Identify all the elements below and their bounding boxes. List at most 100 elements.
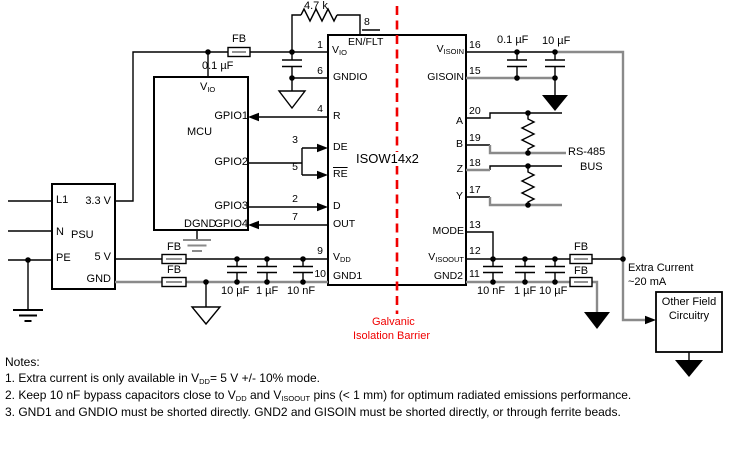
resistor-term-zy xyxy=(520,166,536,205)
cap-label-10nf-right: 10 nF xyxy=(477,285,506,297)
wire-b-line xyxy=(488,145,566,155)
wires-black xyxy=(8,7,690,360)
pin-number-6: 6 xyxy=(317,65,323,77)
pin-number-8: 8 xyxy=(364,16,370,28)
ferrite-bead-visoout xyxy=(569,253,593,265)
ferrite-label-vio: FB xyxy=(232,33,247,45)
ferrite-label-gnd: FB xyxy=(167,264,182,276)
resistor-term-ab xyxy=(520,113,536,153)
cap-label-1uf-right: 1 µF xyxy=(514,285,537,297)
pin-number-20: 20 xyxy=(469,105,481,117)
pin-number-4: 4 xyxy=(317,103,323,115)
wire-4k7-to-pin8 xyxy=(337,14,380,35)
psu-out-gnd: GND xyxy=(86,273,111,285)
psu-title: PSU xyxy=(71,229,94,241)
ground-symbols xyxy=(190,90,703,377)
filled-gnd-gisoin xyxy=(542,95,568,111)
ic-pin-label-gndio: GNDIO xyxy=(333,71,368,83)
pin-number-15: 15 xyxy=(469,65,481,77)
mcu-pin-gpio1: GPIO1 xyxy=(214,110,248,122)
ferrite-label-5v: FB xyxy=(167,241,182,253)
wire-y-line xyxy=(488,197,562,207)
ic-pin-label-visoout: VISOOUT xyxy=(428,251,464,264)
notes-title: Notes: xyxy=(5,355,40,369)
cap-10uf-right-bot xyxy=(545,259,565,282)
ic-pin-label-vdd: VDD xyxy=(333,251,351,264)
mcu-vio-label: VIO xyxy=(200,81,216,94)
pin-number-11: 11 xyxy=(469,268,480,280)
arrow-into-field-box xyxy=(645,315,656,325)
arrow-into-gpio1 xyxy=(248,112,259,122)
pin-number-7: 7 xyxy=(292,211,298,223)
cap-10nf-left xyxy=(293,259,313,282)
open-gnd-gndio xyxy=(277,90,307,110)
other-field-circuitry-box xyxy=(655,291,723,353)
ic-pin-label-enflt: EN/FLT xyxy=(348,36,384,48)
pin-number-18: 18 xyxy=(469,157,481,169)
psu-pin-l1: L1 xyxy=(56,194,69,206)
pin-number-16: 16 xyxy=(469,39,481,51)
pullup-resistor-label: 4.7 k xyxy=(304,0,328,12)
ic-part-number: ISOW14x2 xyxy=(353,152,422,166)
pin-number-5: 5 xyxy=(292,161,298,173)
resistor-4k7 xyxy=(300,7,338,23)
ferrite-label-gnd2: FB xyxy=(574,265,589,277)
rs485-bus-label-2: BUS xyxy=(580,161,603,173)
ic-pin-label-out: OUT xyxy=(333,218,356,230)
junction-dots xyxy=(25,49,626,285)
wire-gnd2 xyxy=(466,280,599,312)
arrow-into-re xyxy=(317,170,328,180)
ferrite-bead-5v xyxy=(161,253,187,265)
arrow-into-de xyxy=(317,143,328,153)
pin-number-9: 9 xyxy=(317,245,323,257)
arrow-into-gpio4 xyxy=(248,220,259,230)
pin-number-10: 10 xyxy=(314,268,326,280)
ic-pin-label-vio: VIO xyxy=(332,44,347,57)
ferrite-bead-vio xyxy=(227,46,251,58)
filled-gnd-gnd2 xyxy=(584,312,610,329)
note-1: 1. Extra current is only available in VD… xyxy=(5,371,320,386)
filled-gnd-field xyxy=(675,360,703,377)
ferrite-bead-gnd xyxy=(161,276,187,288)
dgnd-bars xyxy=(183,239,211,252)
ic-pin-label-visoin: VISOIN xyxy=(436,43,464,56)
barrier-label-1: Galvanic xyxy=(372,316,415,328)
note-3: 3. GND1 and GNDIO must be shorted direct… xyxy=(5,405,621,419)
cap-label-10uf-right-top: 10 µF xyxy=(542,35,571,47)
mcu-title: MCU xyxy=(187,126,213,138)
mcu-pin-gpio4: GPIO4 xyxy=(214,218,248,230)
ferrite-beads xyxy=(161,46,593,288)
cap-10nf-right xyxy=(483,259,503,282)
wire-visoin-field xyxy=(556,50,645,322)
cap-10uf-right-top xyxy=(545,52,565,78)
psu-box xyxy=(51,183,116,290)
wire-mode xyxy=(466,231,494,259)
earth-ground-pe xyxy=(13,309,43,322)
wire-gndio xyxy=(291,77,328,91)
field-box-label-1: Other Field xyxy=(661,296,717,308)
pin-number-13: 13 xyxy=(469,219,481,231)
barrier-label-2: Isolation Barrier xyxy=(353,330,431,342)
wire-gpio2-de-re xyxy=(248,147,317,176)
ic-pin-label-d: D xyxy=(333,200,341,212)
cap-label-10uf-right: 10 µF xyxy=(539,285,568,297)
note-2: 2. Keep 10 nF bypass capacitors close to… xyxy=(5,388,632,403)
ic-pin-label-gnd2: GND2 xyxy=(433,270,463,282)
ic-pin-label-r: R xyxy=(333,110,341,122)
pin-number-2: 2 xyxy=(292,193,298,205)
cap-label-10uf-left: 10 µF xyxy=(221,285,250,297)
cap-01uf-right xyxy=(507,52,527,78)
ic-pin-label-z: Z xyxy=(456,163,463,175)
ic-pin-label-de: DE xyxy=(333,141,348,153)
cap-1uf-right xyxy=(515,259,535,282)
wires-gray xyxy=(115,50,645,322)
cap-label-10nf-left: 10 nF xyxy=(287,285,316,297)
psu-out-3v3: 3.3 V xyxy=(85,195,111,207)
pin-number-3: 3 xyxy=(292,134,298,146)
mcu-pin-gpio2: GPIO2 xyxy=(214,156,248,168)
ic-pin-label-b: B xyxy=(455,138,463,150)
ferrite-bead-gnd2 xyxy=(569,276,593,288)
ic-pin-label-mode: MODE xyxy=(432,225,465,237)
cap-label-01uf-left: 0.1 µF xyxy=(202,60,234,72)
